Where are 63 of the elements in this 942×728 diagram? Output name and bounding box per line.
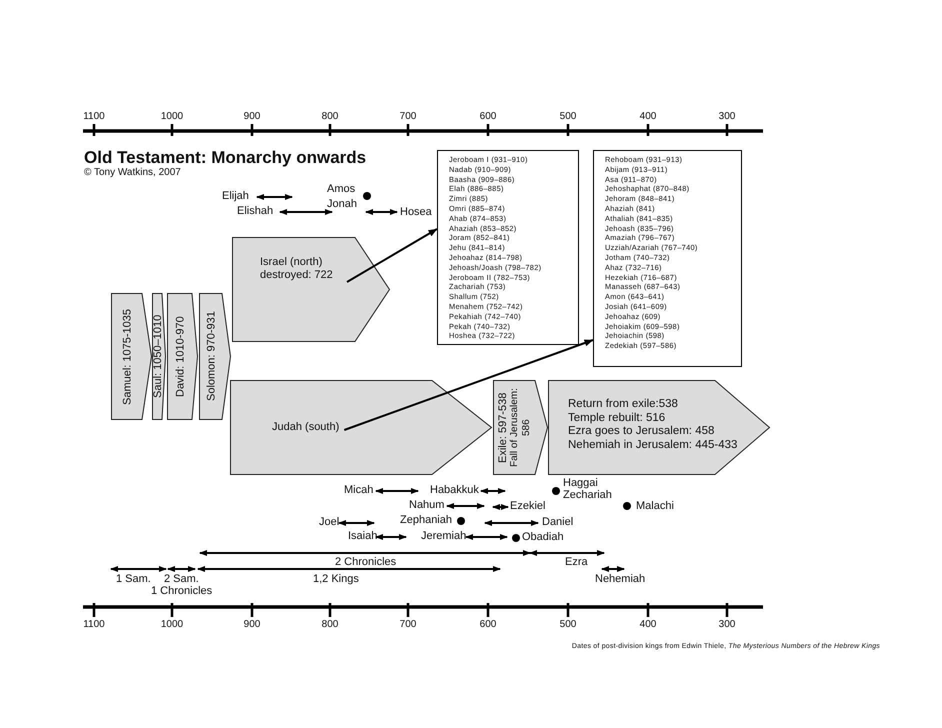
prophet-name: Hosea [400, 206, 432, 219]
year-label: 600 [480, 110, 496, 123]
book-name: 2 Chronicles [335, 556, 396, 569]
event-entry: Temple rebuilt: 516 [568, 412, 666, 425]
year-label: 500 [560, 618, 576, 631]
prophet-name: Habakkuk [430, 484, 479, 497]
book-name: 1,2 Kings [313, 573, 359, 586]
kingdom-label: Judah (south) [272, 421, 340, 434]
leader-arrow [346, 228, 438, 283]
year-label: 400 [640, 618, 656, 631]
kingdom-band [232, 237, 390, 342]
band-label: Saul: 1050–1010 [152, 314, 164, 398]
year-label: 600 [480, 618, 496, 631]
book-name: 2 Sam. [164, 573, 199, 586]
prophet-name: Daniel [542, 516, 574, 529]
prophet-name: Malachi [636, 500, 674, 513]
leader-arrow [344, 339, 594, 431]
era-band [199, 293, 231, 420]
prophet-name: Nahum [409, 499, 444, 512]
king-list-box [437, 150, 579, 345]
prophet-name: Zephaniah [400, 514, 452, 527]
book-name: Ezra [565, 556, 588, 569]
band-label: Fall of Jerusalem: 586 [509, 387, 533, 469]
year-label: 500 [560, 110, 576, 123]
year-label: 900 [244, 618, 260, 631]
prophet-name: Amos [327, 183, 356, 196]
prophet-name: Obadiah [522, 531, 564, 544]
kingdom-label: Israel (north) destroyed: 722 [260, 256, 334, 282]
prophet-name: Micah [344, 484, 374, 497]
band-label: Exile: 597-538 [497, 392, 509, 463]
event-entry: Return from exile:538 [568, 398, 678, 412]
year-label: 300 [718, 110, 736, 123]
year-label: 800 [322, 618, 338, 631]
year-label: 700 [400, 110, 416, 123]
copyright-note: © Tony Watkins, 2007 [84, 166, 181, 179]
book-name: Nehemiah [595, 573, 646, 586]
prophet-name: Zechariah [563, 489, 612, 502]
event-entry: Ezra goes to Jerusalem: 458 [568, 425, 714, 438]
band-label: Solomon: 970-931 [206, 312, 218, 402]
prophet-name: Jeremiah [421, 530, 466, 543]
event-entry: Nehemiah in Jerusalem: 445-433 [568, 438, 738, 452]
year-label: 900 [244, 110, 260, 123]
year-label: 1000 [160, 618, 184, 631]
year-label: 1100 [83, 618, 105, 631]
prophet-name: Elijah [222, 190, 249, 203]
year-label: 700 [400, 618, 416, 631]
year-label: 800 [322, 110, 338, 123]
year-label: 300 [718, 618, 736, 631]
prophet-name: Ezekiel [510, 500, 546, 513]
book-name: 1 Sam. [116, 573, 151, 586]
year-label: 400 [640, 110, 656, 123]
year-label: 1100 [83, 110, 105, 123]
band-label: Samuel: 1075-1035 [122, 308, 134, 405]
year-label: 1000 [160, 110, 184, 123]
prophet-name: Elishah [237, 205, 274, 218]
band-label: David: 1010-970 [174, 316, 186, 397]
title: Old Testament: Monarchy onwards [84, 148, 366, 168]
king-list-box [593, 150, 742, 367]
prophet-name: Haggai [563, 477, 598, 490]
prophet-name: Isaiah [348, 530, 378, 543]
book-name: 1 Chronicles [151, 585, 212, 598]
prophet-name: Jonah [327, 198, 357, 211]
prophet-name: Joel [319, 516, 340, 529]
